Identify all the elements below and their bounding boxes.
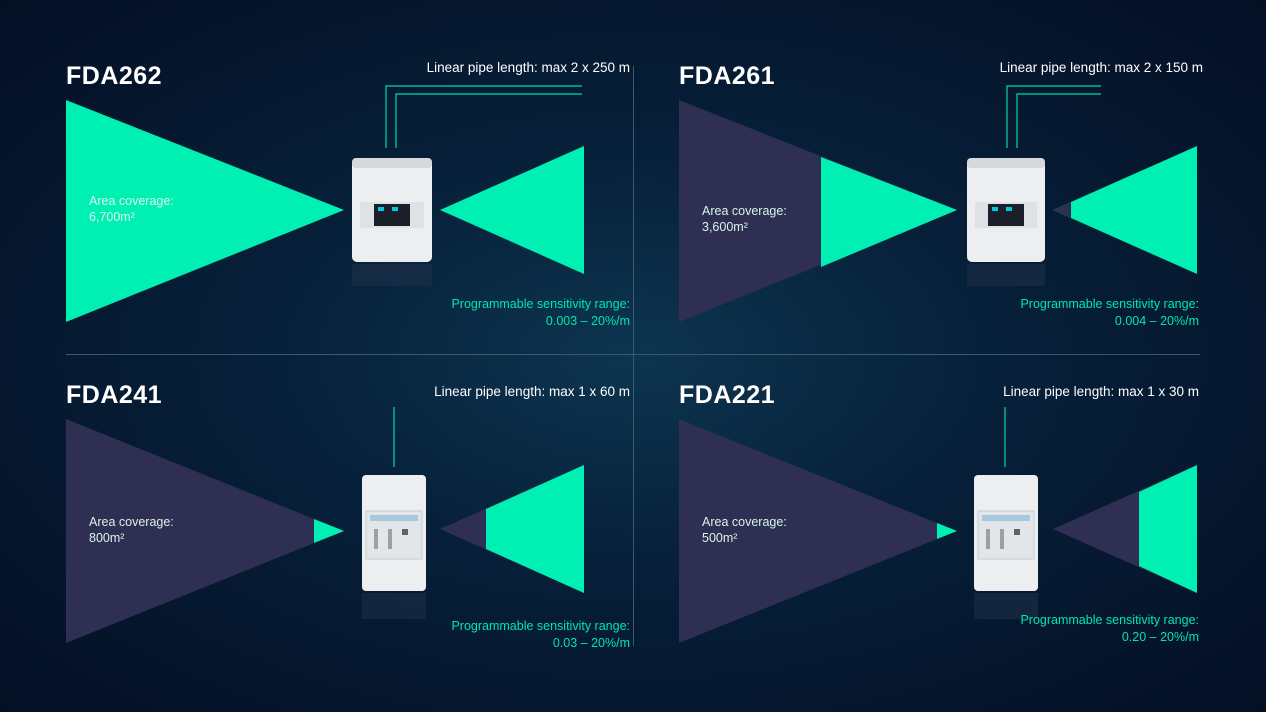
detector-device (352, 158, 432, 286)
coverage-triangle-left (66, 100, 344, 322)
coverage-triangle-max (679, 419, 957, 643)
sensitivity-label: Programmable sensitivity range: (1020, 297, 1199, 311)
detector-device (362, 475, 426, 619)
panel-fda241: FDA241 Linear pipe length: max 1 x 60 m … (66, 381, 630, 683)
pipe-line-2 (1016, 93, 1101, 148)
sensitivity-label: Programmable sensitivity range: (1020, 613, 1199, 627)
coverage-label: Area coverage: (702, 515, 787, 529)
model-title: FDA261 (679, 62, 776, 90)
coverage-diagram (66, 85, 584, 322)
coverage-diagram (679, 85, 1197, 322)
sensitivity-label: Programmable sensitivity range: (451, 619, 630, 633)
coverage-triangle-active (821, 157, 957, 267)
model-title: FDA241 (66, 381, 163, 409)
panel-fda221: FDA221 Linear pipe length: max 1 x 30 m … (679, 381, 1239, 683)
sensitivity-triangle-right (440, 146, 584, 274)
sensitivity-triangle-right (1053, 146, 1197, 274)
sensitivity-value: 0.20 – 20%/m (1121, 630, 1199, 644)
vertical-divider (633, 66, 634, 646)
panel-fda261: FDA261 Linear pipe length: max 2 x 150 m… (679, 60, 1239, 364)
pipe-line-2 (395, 93, 582, 148)
coverage-label: Area coverage: (89, 194, 174, 208)
pipe-length-label: Linear pipe length: max 1 x 60 m (434, 384, 630, 399)
coverage-value: 6,700m² (89, 210, 135, 224)
sensitivity-label: Programmable sensitivity range: (451, 297, 630, 311)
coverage-triangle-active (314, 519, 344, 543)
sensitivity-value: 0.03 – 20%/m (552, 636, 630, 650)
pipe-length-label: Linear pipe length: max 2 x 250 m (426, 60, 630, 75)
sensitivity-triangle-tip (1053, 202, 1071, 218)
sensitivity-triangle-active (1139, 465, 1197, 593)
pipe-line-1 (1006, 85, 1101, 148)
sensitivity-triangle-active (486, 465, 584, 593)
coverage-triangle-max (679, 100, 957, 322)
model-title: FDA262 (66, 62, 163, 90)
coverage-diagram (66, 407, 584, 643)
pipe-line-1 (385, 85, 582, 148)
panel-fda262: FDA262 Linear pipe length: max 2 x 250 m… (66, 60, 630, 364)
pipe-length-label: Linear pipe length: max 2 x 150 m (999, 60, 1203, 75)
coverage-diagram (679, 407, 1197, 643)
coverage-triangle-active (937, 523, 957, 539)
horizontal-divider (66, 354, 1200, 355)
sensitivity-value: 0.003 – 20%/m (545, 314, 630, 328)
detector-device (974, 475, 1038, 619)
coverage-value: 500m² (702, 531, 738, 545)
coverage-label: Area coverage: (702, 204, 787, 218)
coverage-value: 3,600m² (702, 220, 748, 234)
coverage-value: 800m² (89, 531, 125, 545)
model-title: FDA221 (679, 381, 776, 409)
sensitivity-value: 0.004 – 20%/m (1114, 314, 1199, 328)
coverage-triangle-max (66, 419, 344, 643)
coverage-label: Area coverage: (89, 515, 174, 529)
pipe-length-label: Linear pipe length: max 1 x 30 m (1003, 384, 1199, 399)
detector-device (967, 158, 1045, 286)
